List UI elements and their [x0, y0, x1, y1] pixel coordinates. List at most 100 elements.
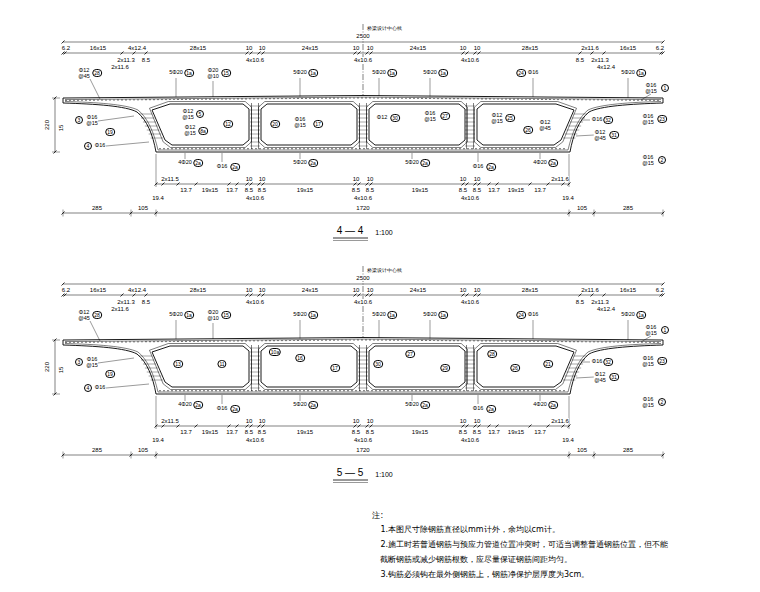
rebar-dot: [625, 341, 626, 342]
dimension-label: 8.5: [351, 187, 360, 193]
callout-number: 2a: [308, 159, 318, 167]
dimension-tick: [478, 425, 481, 428]
rebar-dot: [245, 98, 246, 99]
dimension-tick: [358, 425, 361, 428]
leader-line: [628, 320, 629, 340]
rebar-callout: Φ16: [94, 143, 105, 149]
rebar-dot: [609, 341, 610, 342]
dimension-tick: [466, 294, 469, 297]
dimension-tick: [591, 294, 594, 297]
rebar-dot: [539, 148, 540, 149]
rebar-dot: [339, 390, 340, 391]
dimension-label: 10: [366, 418, 373, 424]
dimension-label: 8.5: [257, 429, 266, 435]
rebar-dot: [355, 390, 356, 391]
tie-line: [568, 368, 581, 369]
dimension-label: 10: [473, 287, 480, 293]
rebar-dot: [243, 148, 244, 149]
callout-number: 28: [92, 311, 102, 319]
callout-number: 3: [75, 116, 83, 124]
rebar-dot: [487, 148, 488, 149]
tie-line: [151, 138, 163, 139]
dimension-label: 8.5: [472, 187, 481, 193]
dimension-label: 10: [352, 176, 359, 182]
box-cell: [152, 104, 249, 145]
callout-number: 1a: [387, 69, 397, 77]
rebar-dot: [545, 341, 546, 342]
dimension-line: [55, 98, 56, 152]
dimension-tick: [228, 425, 231, 428]
rebar-dot: [253, 98, 254, 99]
rebar-dot: [363, 390, 364, 391]
rebar-dot: [455, 148, 456, 149]
rebar-dot: [601, 341, 602, 342]
rebar-dot: [527, 390, 528, 391]
rebar-dot: [345, 97, 346, 98]
tie-line: [145, 126, 158, 127]
rebar-callout: Φ16 @15: [294, 117, 306, 128]
callout-number: 11: [217, 360, 226, 368]
extension-line: [63, 210, 64, 217]
rebar-dot: [453, 340, 454, 341]
rebar-dot: [375, 148, 376, 149]
rebar-dot: [145, 99, 146, 100]
tie-line: [572, 118, 585, 119]
rebar-dot: [285, 98, 286, 99]
rebar-dot: [233, 98, 234, 99]
rebar-dot: [499, 390, 500, 391]
rebar-callout: Φ16: [94, 385, 105, 391]
rebar-dot: [357, 339, 358, 340]
rebar-dot: [201, 99, 202, 100]
tie-line: [465, 380, 475, 381]
rebar-dot: [263, 390, 264, 391]
rebar-dot: [431, 390, 432, 391]
extension-line: [63, 452, 64, 459]
rebar-dot: [229, 98, 230, 99]
dimension-tick: [462, 183, 465, 186]
rebar-callout: Φ12 @45: [594, 372, 606, 383]
dimension-label: 15: [58, 366, 64, 373]
leader-line: [576, 135, 594, 136]
rebar-dot: [113, 99, 114, 100]
rebar-dot: [479, 148, 480, 149]
rebar-dot: [177, 99, 178, 100]
cell-rebar: [475, 102, 577, 148]
rebar-dot: [507, 148, 508, 149]
tie-line: [563, 380, 575, 381]
dimension-tick: [366, 183, 369, 186]
rebar-dot: [409, 98, 410, 99]
rebar-dot: [207, 390, 208, 391]
rebar-dot: [649, 100, 650, 101]
dimension-line: [156, 426, 569, 427]
dimension-label: 28x15: [189, 287, 206, 293]
rebar-dot: [391, 148, 392, 149]
rebar-dot: [213, 99, 214, 100]
rebar-dot: [321, 98, 322, 99]
dimension-tick: [62, 283, 65, 286]
dimension-label: 4x10.6: [246, 57, 265, 63]
rebar-dot: [261, 98, 262, 99]
rebar-dot: [547, 148, 548, 149]
callout-number: 28: [92, 69, 102, 77]
dimension-tick: [258, 425, 261, 428]
dimension-label: 8.5: [472, 429, 481, 435]
rebar-dot: [633, 100, 634, 101]
rebar-dot: [491, 390, 492, 391]
rebar-dot: [375, 390, 376, 391]
rebar-dots: [65, 339, 658, 343]
rebar-dot: [419, 148, 420, 149]
rebar-dot: [421, 340, 422, 341]
rebar-dot: [497, 340, 498, 341]
rebar-dot: [273, 98, 274, 99]
tie-line: [573, 114, 586, 115]
rebar-dot: [187, 390, 188, 391]
rebar-dot: [175, 390, 176, 391]
rebar-callout: Φ12 @45: [539, 120, 551, 131]
extension-line: [594, 452, 595, 459]
rebar-dot: [287, 148, 288, 149]
rebar-callout: Φ12 @15: [491, 113, 503, 124]
tie-line: [465, 376, 475, 377]
rebar-dot: [293, 340, 294, 341]
dimension-label: 1720: [356, 447, 370, 453]
rebar-dot: [89, 342, 90, 343]
